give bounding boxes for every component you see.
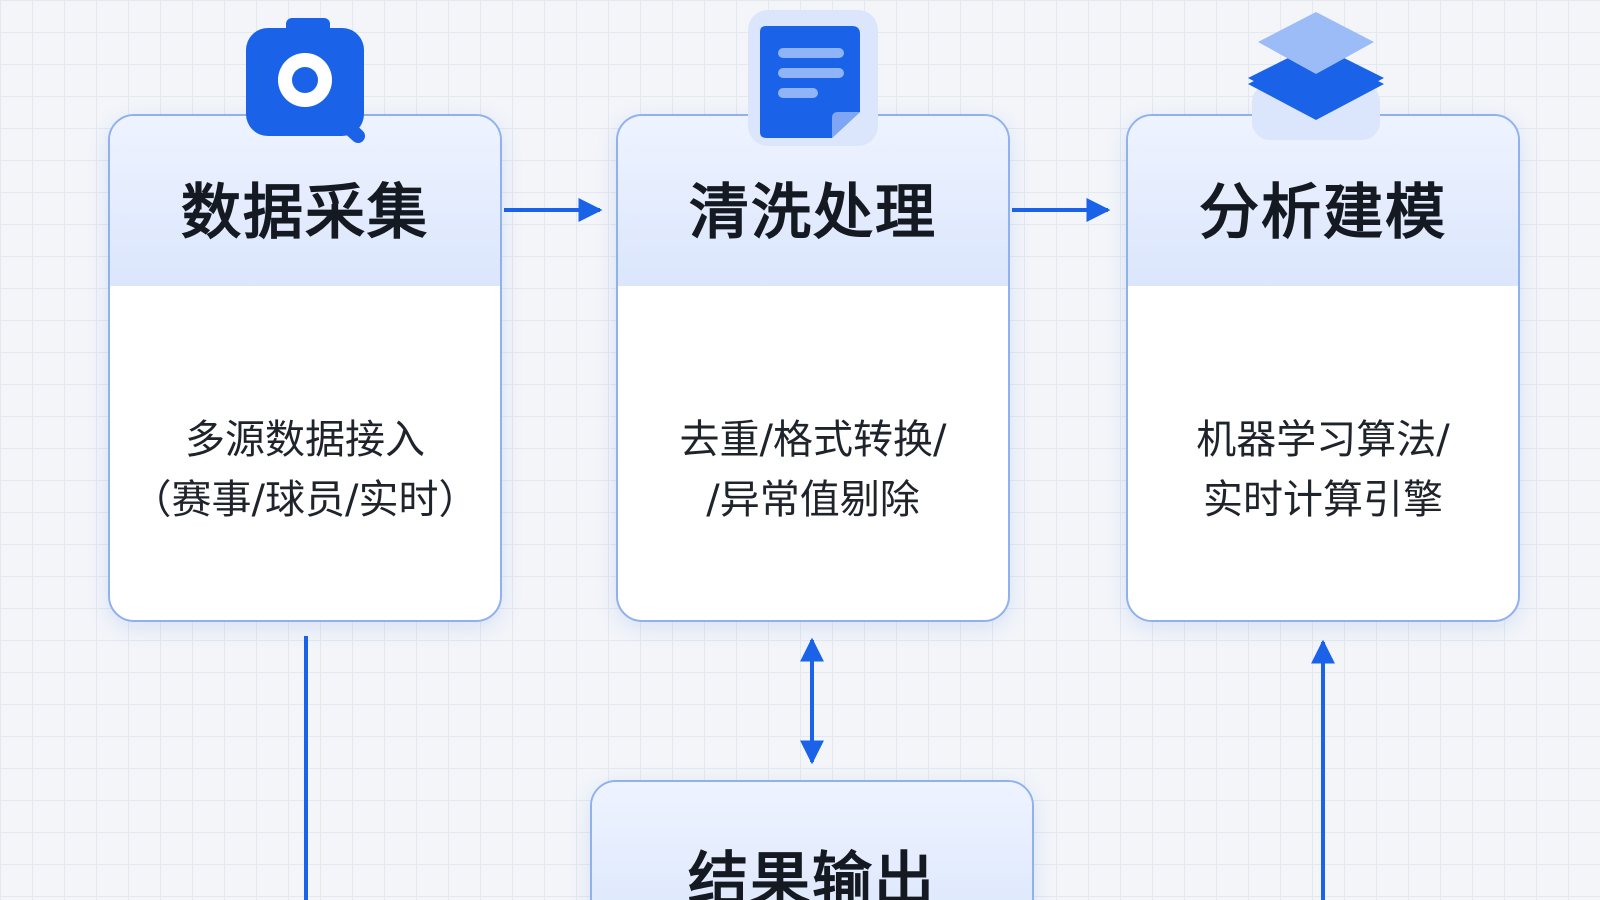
- stage-card-output: 结果输出: [590, 780, 1034, 900]
- stage-title-clean: 清洗处理: [689, 177, 937, 248]
- document-icon: [748, 10, 878, 146]
- stage-desc-line-1: 去重/格式转换/: [679, 417, 947, 463]
- stage-card-collect: 数据采集 多源数据接入 （赛事/球员/实时）: [108, 114, 502, 622]
- stage-title-collect: 数据采集: [181, 177, 429, 248]
- stage-body-model: 机器学习算法/ 实时计算引擎: [1128, 286, 1518, 614]
- camera-search-icon: [246, 18, 365, 143]
- stage-body-collect: 多源数据接入 （赛事/球员/实时）: [110, 286, 500, 614]
- stage-title-model: 分析建模: [1199, 177, 1447, 248]
- stage-header-collect: 数据采集: [110, 116, 500, 286]
- layers-icon: [1248, 12, 1384, 140]
- stage-header-model: 分析建模: [1128, 116, 1518, 286]
- stage-title-output: 结果输出: [688, 846, 936, 900]
- stage-desc-line-1: 多源数据接入: [185, 417, 425, 463]
- stage-desc-line-1: 机器学习算法/: [1196, 417, 1450, 463]
- stage-card-clean: 清洗处理 去重/格式转换/ /异常值剔除: [616, 114, 1010, 622]
- stage-body-clean: 去重/格式转换/ /异常值剔除: [618, 286, 1008, 614]
- stage-desc-line-2: （赛事/球员/实时）: [131, 477, 479, 523]
- stage-header-output: 结果输出: [592, 782, 1032, 900]
- stage-card-model: 分析建模 机器学习算法/ 实时计算引擎: [1126, 114, 1520, 622]
- stage-desc-line-2: /异常值剔除: [706, 477, 920, 523]
- stage-desc-line-2: 实时计算引擎: [1203, 477, 1443, 523]
